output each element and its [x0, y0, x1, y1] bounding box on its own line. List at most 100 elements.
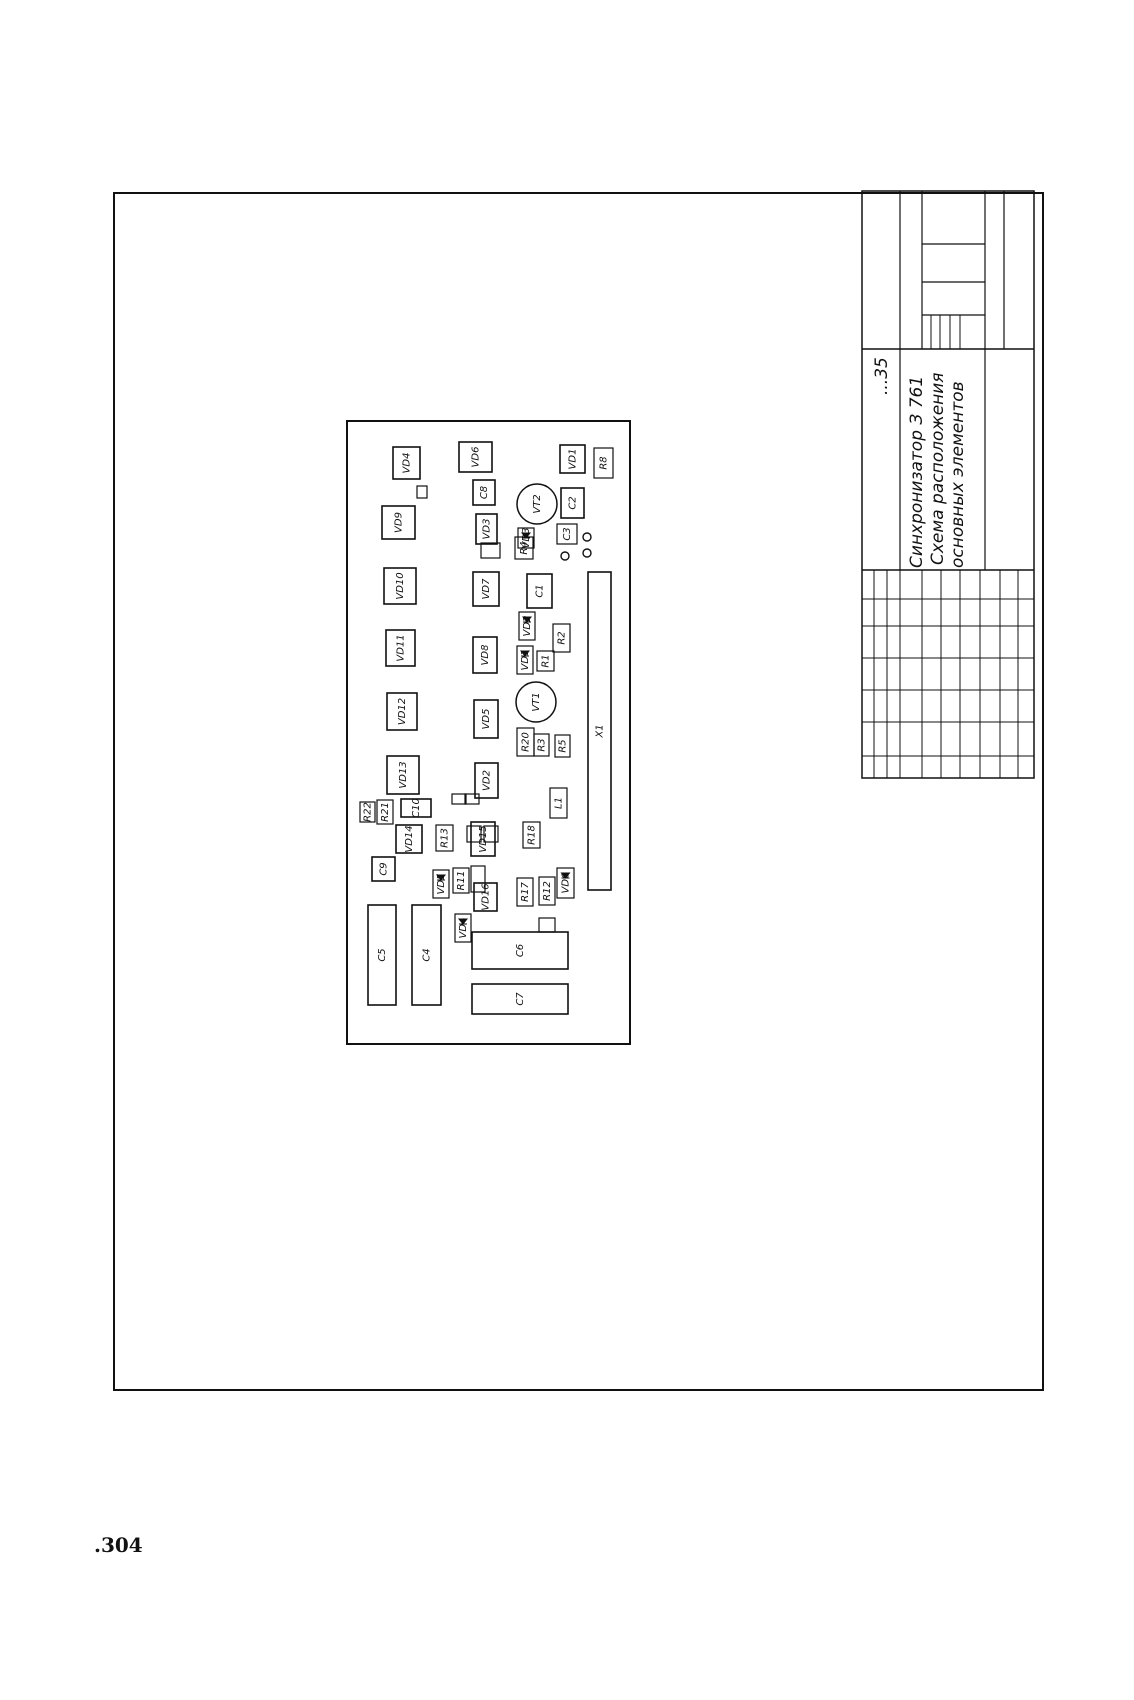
component-vd14: VD14 [395, 824, 423, 854]
spare-pad [538, 917, 556, 933]
component-outline [392, 446, 421, 480]
component-label: VD5 [481, 709, 492, 730]
component-label: R8 [599, 456, 610, 469]
component-label: VD1 [568, 449, 579, 470]
component-outline [385, 629, 416, 667]
component-r17: R17 [516, 877, 534, 907]
component-vd1: VD1 [516, 645, 534, 675]
transistor-outline [515, 681, 557, 723]
mounting-hole [582, 548, 592, 558]
component-outline [593, 447, 614, 479]
component-label: VD1 [520, 650, 531, 671]
component-label: C10 [411, 798, 422, 818]
component-outline [471, 983, 569, 1015]
diode-symbol [519, 650, 531, 657]
component-vd6: VD6 [458, 441, 493, 473]
component-outline [474, 762, 499, 799]
component-r5: R5 [554, 734, 571, 758]
component-c2: C2 [560, 487, 585, 519]
component-label: C8 [479, 486, 490, 499]
page-number: .304 [94, 1533, 143, 1557]
component-l1: L1 [549, 787, 568, 819]
component-label: VD3 [521, 528, 532, 549]
spare-pad [480, 542, 501, 559]
component-r22: R22 [359, 801, 376, 823]
component-label: C7 [515, 992, 526, 1006]
component-x1: X1 [587, 571, 612, 891]
component-outline [367, 904, 397, 1006]
title-block: ...35 Синхронизатор З 761 Схема располож… [861, 190, 1035, 779]
component-label: VD6 [561, 873, 572, 894]
component-label: R18 [527, 825, 538, 845]
sheet-frame [113, 192, 1044, 1391]
component-label: R5 [558, 739, 569, 752]
component-vd11: VD11 [385, 629, 416, 667]
component-outline [472, 479, 496, 506]
title-line-3: основных элементов [948, 381, 968, 568]
spare-pad [470, 865, 486, 893]
component-r13: R13 [435, 824, 454, 852]
component-outline [554, 734, 571, 758]
component-vd1: VD1 [559, 444, 586, 474]
component-outline [411, 904, 442, 1006]
component-label: R20 [521, 732, 532, 752]
component-c10: C10 [400, 798, 432, 818]
component-label: VD14 [404, 825, 415, 852]
spare-pad [483, 825, 499, 843]
component-label: C2 [568, 496, 579, 509]
component-vd15: VD15 [470, 821, 496, 857]
component-label: R17 [520, 882, 531, 902]
component-r2: R2 [552, 623, 571, 653]
component-r8: R8 [593, 447, 614, 479]
component-outline [472, 571, 500, 607]
component-label: VD10 [395, 572, 406, 599]
component-label: R21 [380, 802, 391, 822]
component-label: R3 [537, 738, 548, 751]
component-label: X1 [595, 724, 606, 738]
component-label: R13 [440, 828, 451, 848]
component-c7: C7 [471, 983, 569, 1015]
component-label: VD3 [482, 519, 493, 540]
component-vd2: VD2 [474, 762, 499, 799]
component-label: R2 [557, 631, 568, 644]
mounting-hole [582, 532, 592, 542]
component-outline [549, 787, 568, 819]
component-label: C6 [515, 944, 526, 957]
component-label: L1 [554, 797, 565, 809]
diode-outline [517, 527, 535, 549]
component-r21: R21 [376, 799, 394, 825]
component-label: C3 [562, 527, 573, 540]
component-outline [386, 755, 420, 795]
title-line-1: Синхронизатор З 761 [907, 376, 927, 568]
component-label: R22 [363, 802, 374, 822]
component-outline [395, 824, 423, 854]
component-outline [435, 824, 454, 852]
component-c5: C5 [367, 904, 397, 1006]
component-label: VD2 [482, 770, 493, 791]
component-vd5: VD5 [432, 869, 450, 899]
component-outline [400, 798, 432, 818]
component-label: C9 [379, 862, 390, 875]
component-outline [470, 821, 496, 857]
diode-symbol [457, 918, 469, 925]
component-vd3: VD3 [517, 527, 535, 549]
component-r20: R20 [516, 727, 535, 757]
component-outline [556, 523, 578, 545]
spare-pad [416, 485, 428, 499]
diode-outline [432, 869, 450, 899]
spare-pad [464, 793, 480, 805]
component-label: VD8 [480, 645, 491, 666]
diode-symbol [560, 872, 571, 879]
component-outline [522, 821, 541, 849]
component-r11: R11 [452, 867, 470, 894]
component-vd4: VD4 [454, 913, 472, 943]
component-label: VD4 [402, 453, 413, 474]
component-outline [516, 877, 534, 907]
component-label: VD11 [396, 634, 407, 661]
component-label: VD6 [471, 447, 482, 468]
component-outline [359, 801, 376, 823]
component-outline [371, 856, 396, 882]
component-label: VD16 [481, 883, 492, 910]
title-line-2: Схема расположения [928, 372, 948, 565]
